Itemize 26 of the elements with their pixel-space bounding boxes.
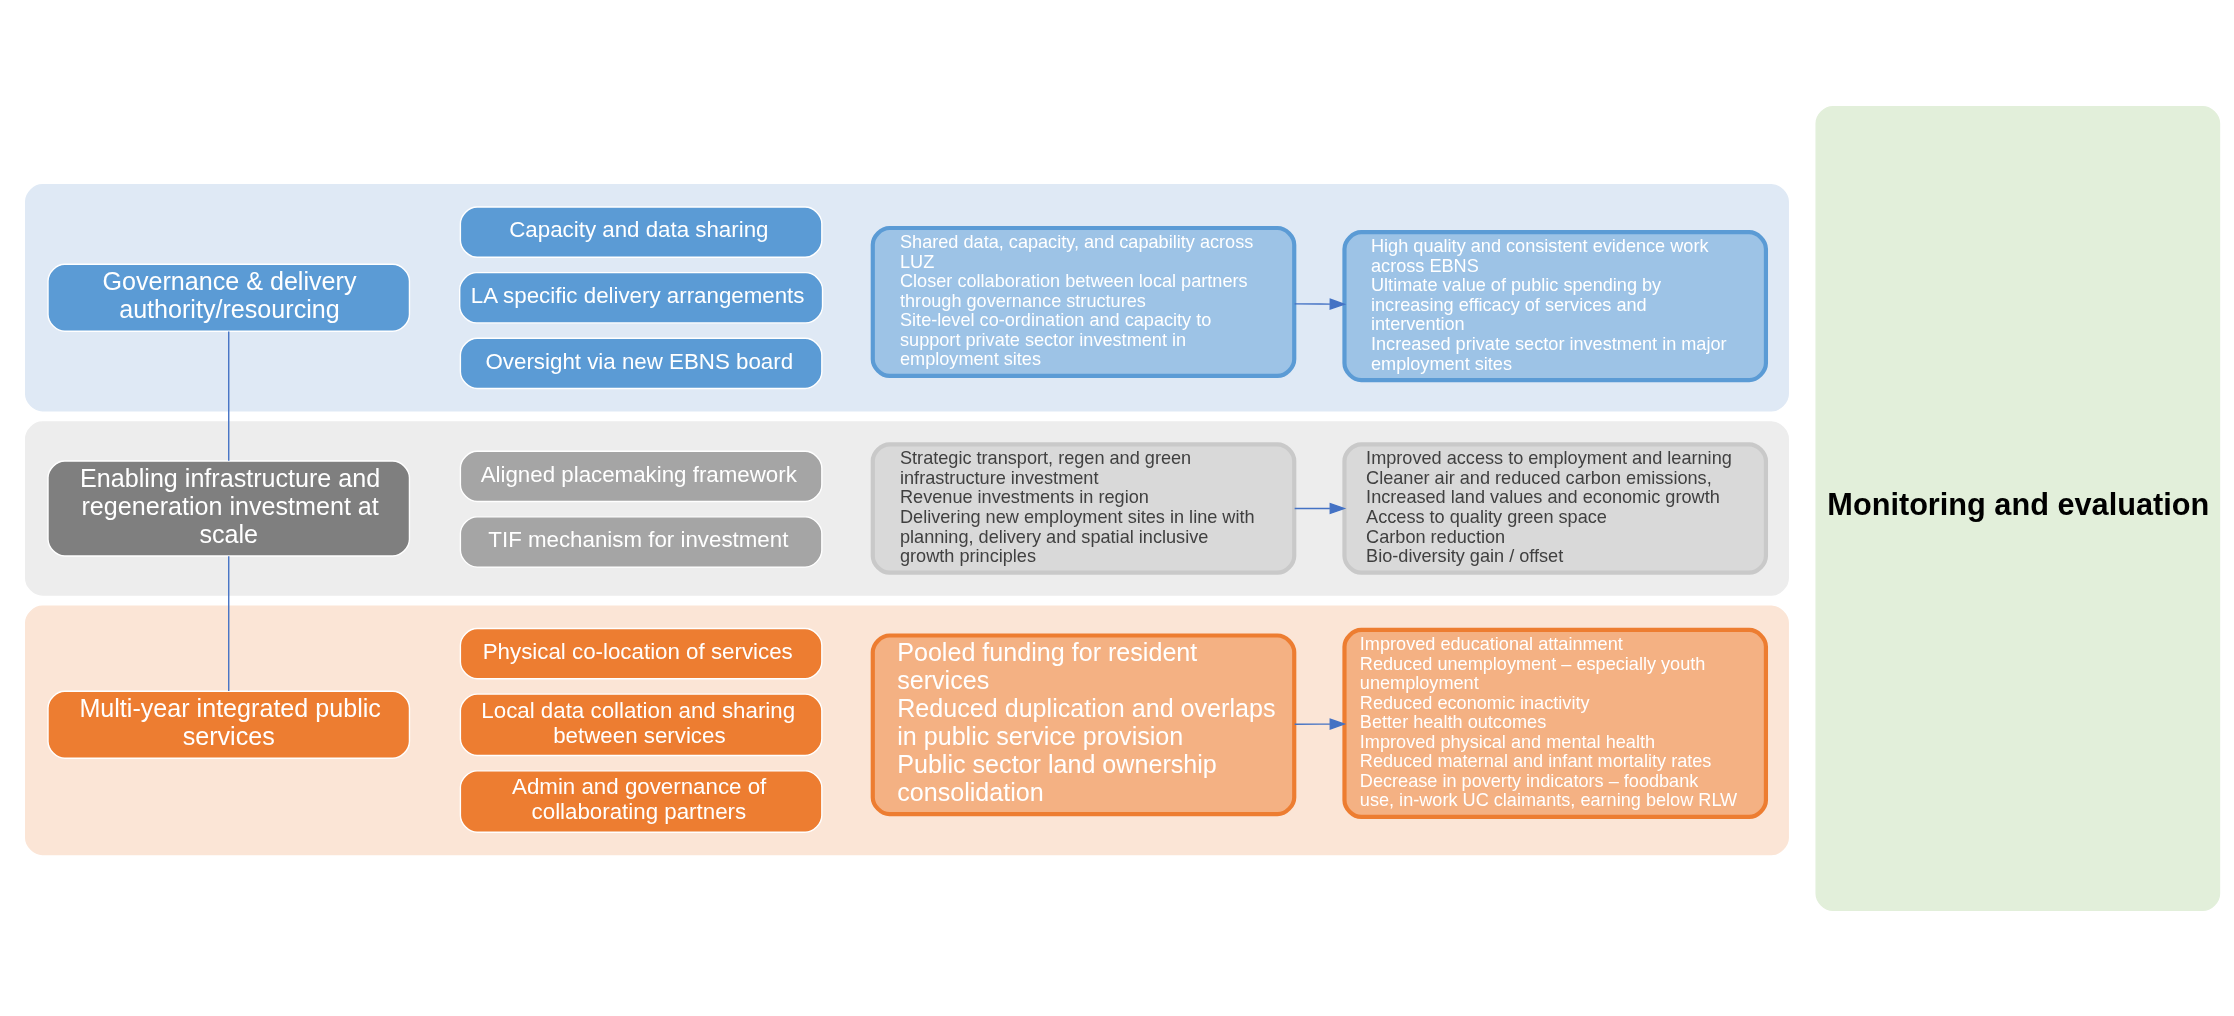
cluster [25, 420, 1789, 596]
node-box: Physical co-location of services [459, 627, 823, 679]
node-box: Pooled funding for resident services Reduced duplication and overlaps in public service provision Public sector land ownership consolidation [870, 632, 1297, 816]
cluster [25, 183, 1789, 411]
node-box: Admin and governance of collaborating partners [459, 769, 823, 833]
node-box: Multi-year integrated public services [47, 690, 411, 759]
connector [228, 555, 230, 692]
node-box: Monitoring and evaluation [1815, 105, 2221, 911]
cluster [25, 605, 1789, 855]
node-box: Local data collation and sharing between services [459, 692, 823, 756]
node-box: Aligned placemaking framework [459, 450, 823, 502]
node-box: LA specific delivery arrangements [459, 271, 824, 324]
arrow [1293, 717, 1347, 730]
node-box: Shared data, capacity, and capability across LUZ Closer collaboration between local partners through governance structures Site-level co-ordination and capacity to support private sector investment in employment sites [870, 225, 1297, 378]
arrow [1293, 502, 1347, 514]
node-box: Oversight via new EBNS board [459, 337, 823, 389]
node-box: Enabling infrastructure and regeneration investment at scale [47, 459, 411, 557]
node-box: Improved access to employment and learning Cleaner air and reduced carbon emissions, Increased land values and economic growth Access to quality green space Carbon reduction Bio-diversity gain / offset [1342, 441, 1769, 575]
connector [228, 330, 230, 461]
node-box: Strategic transport, regen and green infrastructure investment Revenue investments in region Delivering new employment sites in line with planning, delivery and spatial inclusive growth principles [870, 441, 1297, 575]
node-box: Governance & delivery authority/resourcing [47, 263, 411, 332]
node-box: High quality and consistent evidence work across EBNS Ultimate value of public spending by increasing efficacy of services and intervention Increased private sector investment in major employment sites [1342, 229, 1769, 382]
arrow [1293, 297, 1347, 310]
node-box: Improved educational attainment Reduced unemployment – especially youth unemployment Reduced economic inactivity Better health outcomes Improved physical and mental health Reduced maternal and infant mortality rates Decrease in poverty indicators – foodbank use, in-work UC claimants, earning below RLW [1342, 627, 1769, 819]
node-box: TIF mechanism for investment [459, 515, 823, 568]
node-box: Capacity and data sharing [459, 205, 823, 258]
